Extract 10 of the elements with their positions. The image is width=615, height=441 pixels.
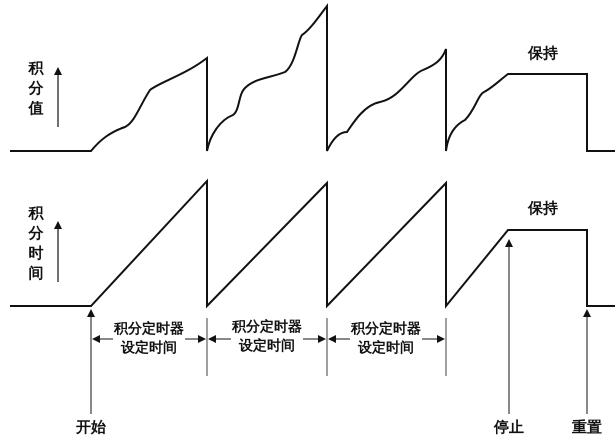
leader-line <box>505 239 513 414</box>
axis-label: 积分时间 <box>28 203 44 283</box>
stop-label: 停止 <box>484 418 534 436</box>
leader-line <box>583 309 591 414</box>
hold-label: 保持 <box>526 199 559 217</box>
axis-label: 积分值 <box>28 58 44 118</box>
leader-line <box>87 309 95 414</box>
hold-label: 保持 <box>526 44 559 62</box>
reset-label: 重置 <box>562 418 612 436</box>
start-label: 开始 <box>66 418 116 436</box>
